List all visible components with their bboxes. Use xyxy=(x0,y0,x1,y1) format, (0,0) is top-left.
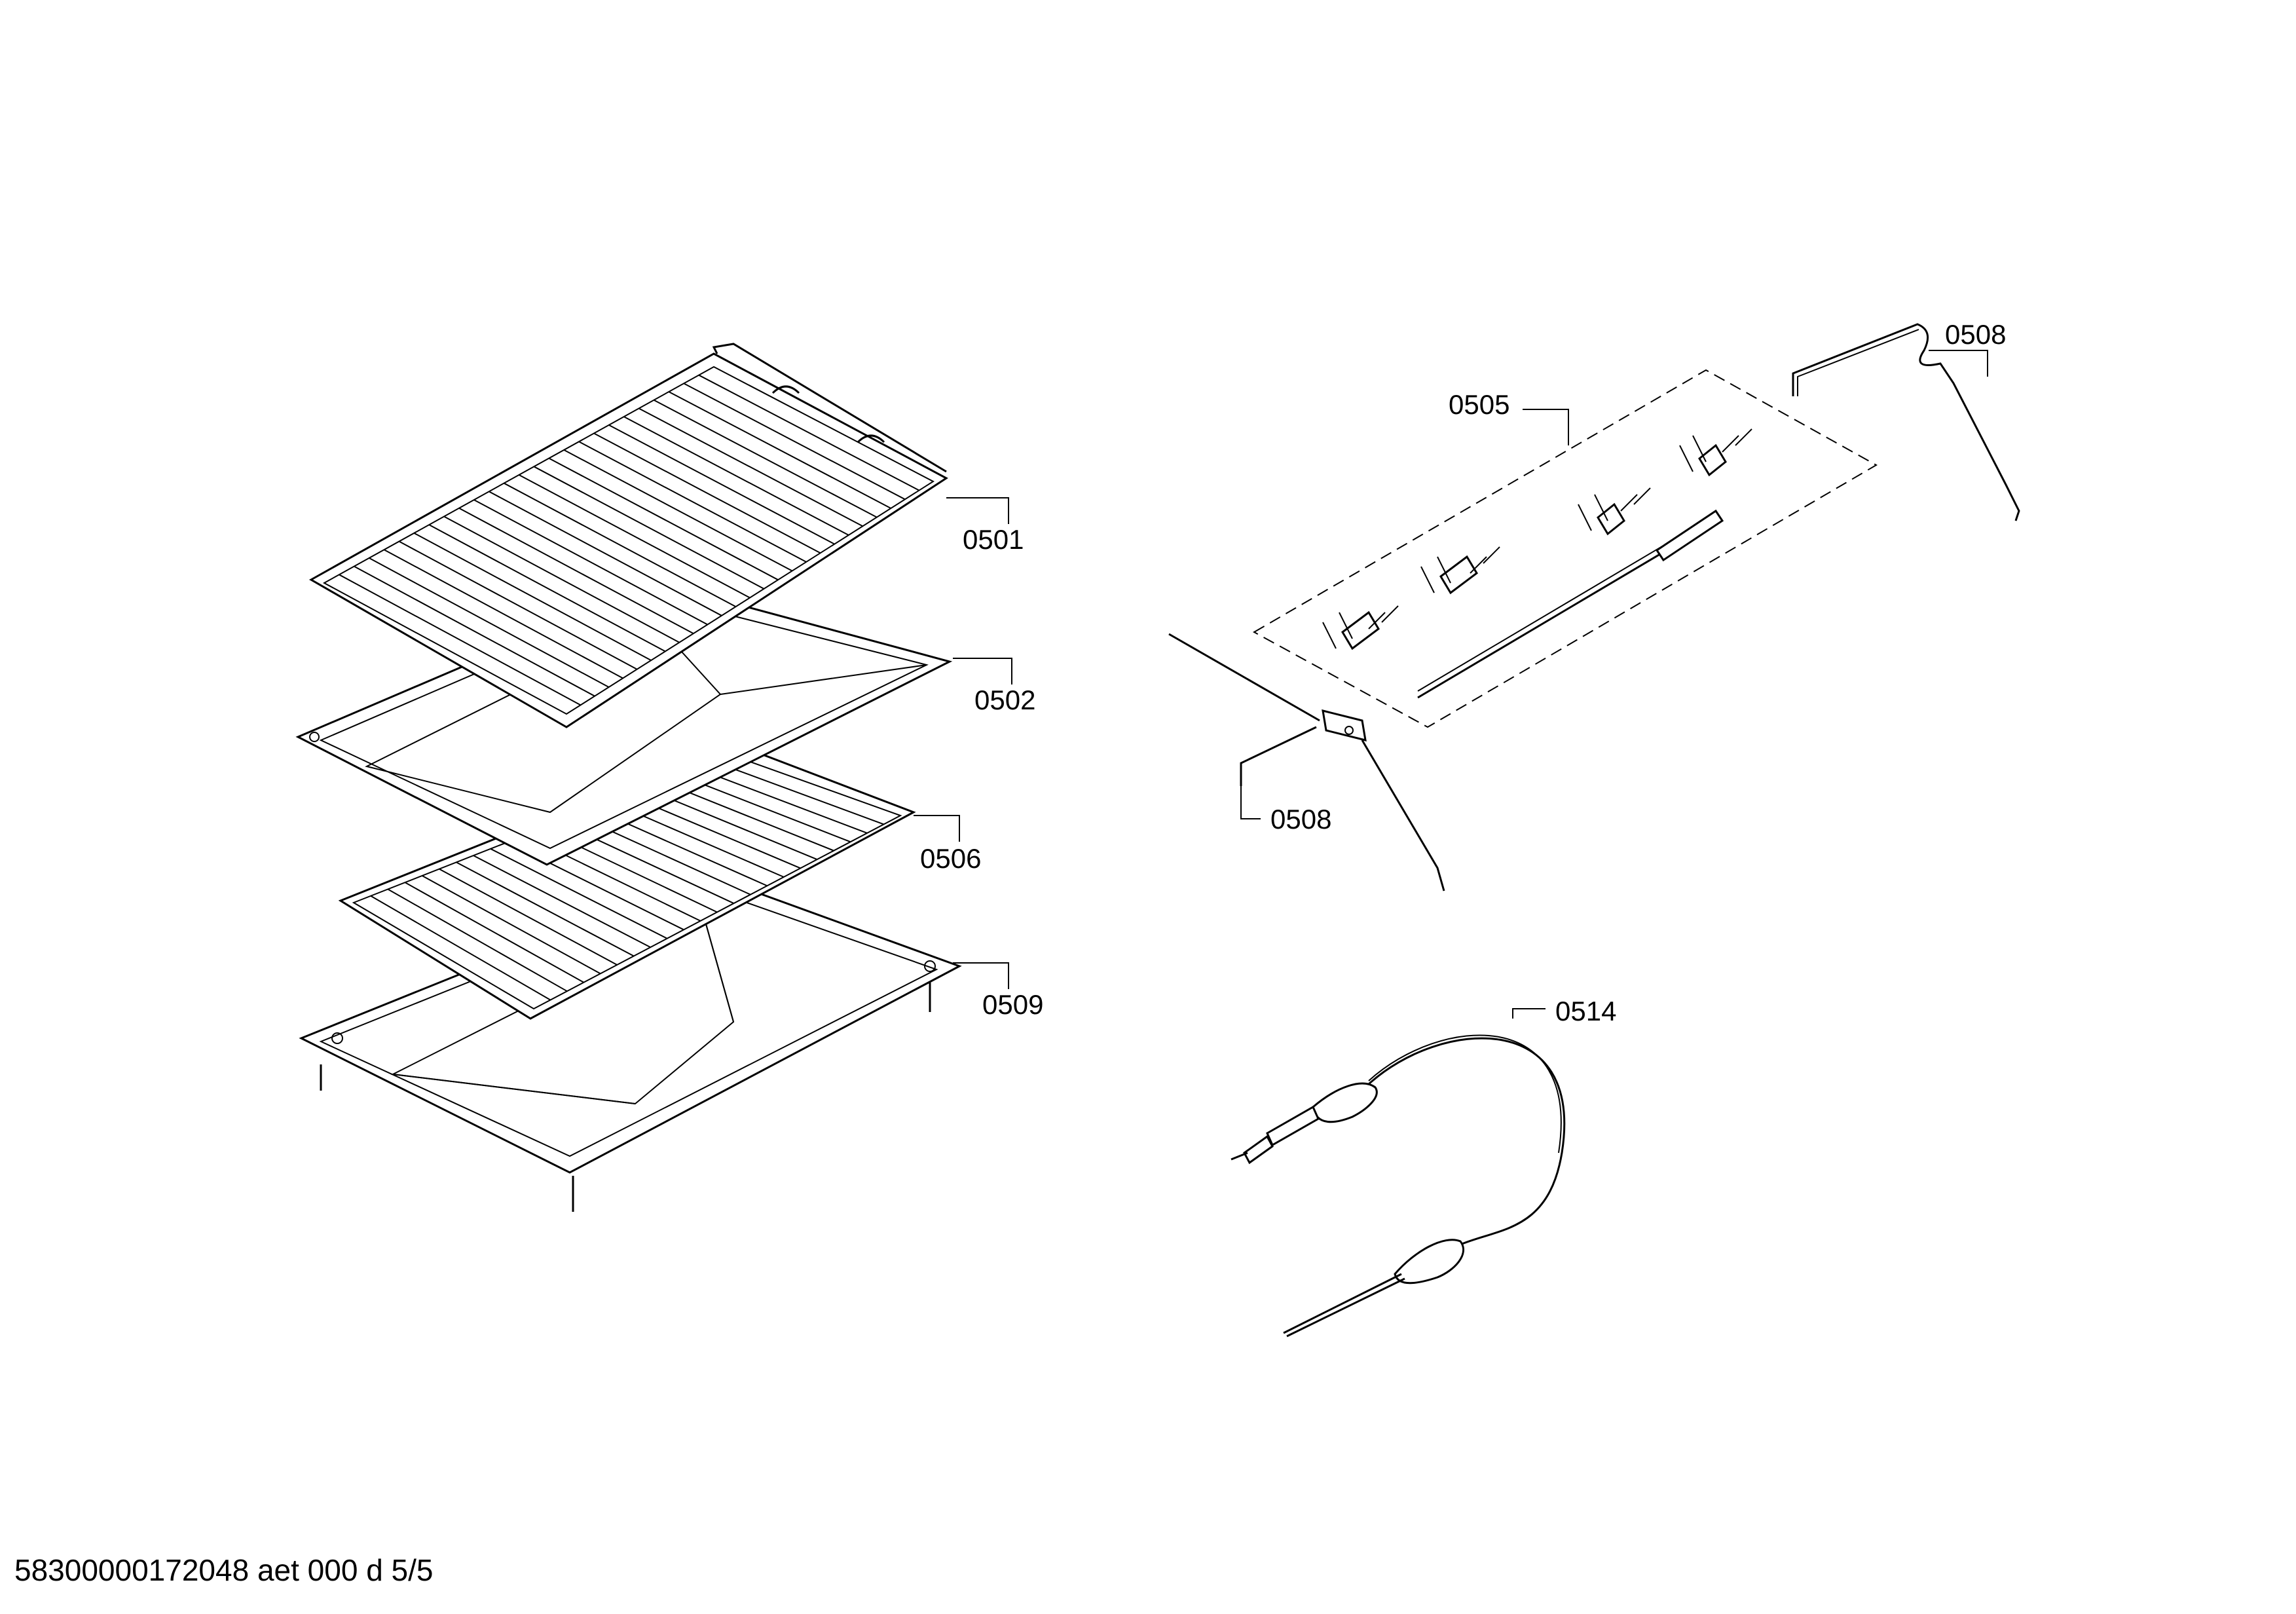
label-0514: 0514 xyxy=(1555,996,1616,1026)
rotisserie-set-0505 xyxy=(1252,369,1878,728)
drawing-reference: 58300000172048 aet 000 d 5/5 xyxy=(14,1553,434,1587)
label-0501: 0501 xyxy=(963,524,1024,555)
rack-bar xyxy=(668,391,891,509)
rack-bar xyxy=(578,441,807,563)
spit-fork xyxy=(1322,605,1399,650)
rack-bar xyxy=(504,482,736,608)
rack-bar xyxy=(428,524,666,652)
rack-bar xyxy=(489,491,722,616)
spit-support-0508-bottom xyxy=(1168,633,1445,891)
spit-fork xyxy=(1679,428,1752,477)
label-0508-top: 0508 xyxy=(1945,319,2006,350)
rack-bar xyxy=(404,882,584,983)
rack-bar xyxy=(639,407,863,527)
rack-bar xyxy=(456,861,635,957)
rack-bar xyxy=(370,895,551,1001)
rack-bar xyxy=(422,875,601,975)
rack-bar xyxy=(354,565,595,697)
spit-fork xyxy=(1578,487,1651,536)
rack-bar xyxy=(678,774,851,843)
rack-bar xyxy=(439,868,618,966)
label-0505: 0505 xyxy=(1449,389,1509,420)
rack-bar xyxy=(695,767,868,834)
rack-bar xyxy=(458,507,694,634)
rack-bar xyxy=(369,557,610,688)
rack-bar xyxy=(608,424,835,545)
rack-bar xyxy=(473,855,651,948)
rack-bar xyxy=(398,540,638,670)
rack-bar xyxy=(563,449,793,572)
rack-bar xyxy=(623,416,849,536)
spit-support-0508-top xyxy=(1792,323,2020,521)
rack-bar xyxy=(384,549,623,679)
label-0502: 0502 xyxy=(974,685,1035,715)
label-0509: 0509 xyxy=(982,989,1043,1020)
rack-bar xyxy=(443,516,680,643)
rack-bar xyxy=(387,888,568,992)
rack-bar xyxy=(548,457,779,581)
spit-fork xyxy=(1420,546,1500,595)
label-0506: 0506 xyxy=(920,843,981,874)
leader-lines xyxy=(914,350,1988,1019)
rack-bar xyxy=(490,848,668,939)
rack-bar xyxy=(413,532,652,661)
rack-bar xyxy=(339,574,582,706)
label-0508-bottom: 0508 xyxy=(1270,804,1331,835)
rack-bar xyxy=(698,374,919,491)
temperature-probe-0514 xyxy=(1231,1034,1566,1338)
rack-bar xyxy=(683,383,906,500)
rack-bar xyxy=(593,432,821,554)
rack-bar xyxy=(533,466,765,590)
rack-bar xyxy=(519,474,750,599)
rack-bar xyxy=(653,399,878,518)
wire-rack-0501 xyxy=(308,343,948,728)
rack-bar xyxy=(473,499,708,626)
rack-bar xyxy=(713,760,884,825)
